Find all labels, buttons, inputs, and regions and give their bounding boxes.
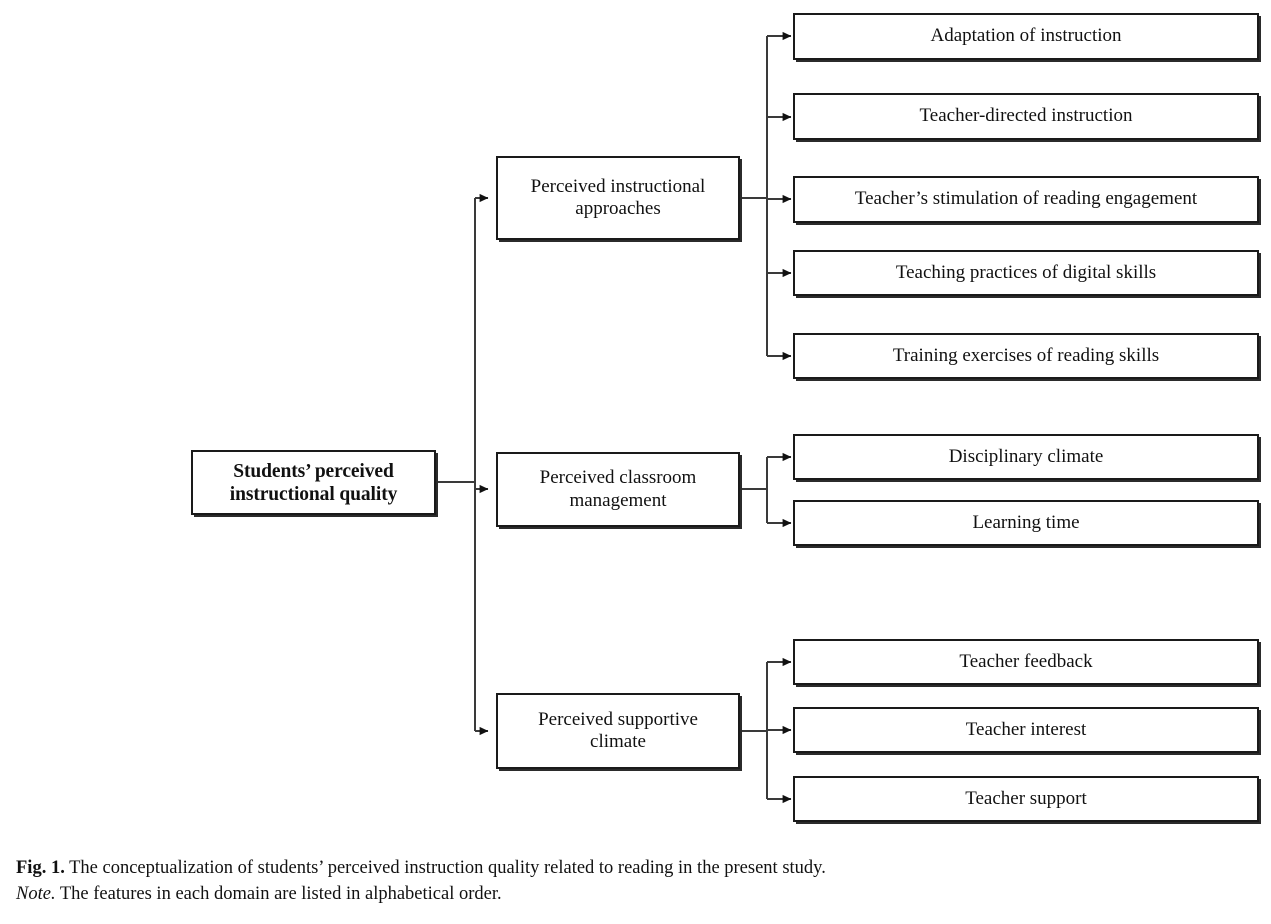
- node-feature-disciplinary-climate[interactable]: Disciplinary climate: [793, 434, 1259, 480]
- node-feature-2-1-label: Disciplinary climate: [948, 445, 1104, 467]
- node-feature-3-1-label: Teacher feedback: [959, 650, 1093, 672]
- caption-fig-label: Fig. 1.: [16, 858, 65, 878]
- node-feature-teacher-directed-instruction[interactable]: Teacher-directed instruction: [793, 93, 1259, 140]
- node-domain-1-label-line1: Perceived instructional: [530, 175, 706, 197]
- node-feature-1-4-label: Teaching practices of digital skills: [895, 261, 1157, 283]
- node-domain-2-label-line2: management: [569, 489, 667, 511]
- node-feature-1-2-label: Teacher-directed instruction: [919, 105, 1133, 127]
- caption-line-note: Note. The features in each domain are li…: [16, 881, 1256, 907]
- caption-line-fig: Fig. 1. The conceptualization of student…: [16, 855, 1256, 881]
- caption-note-text: The features in each domain are listed i…: [59, 884, 502, 905]
- node-feature-learning-time[interactable]: Learning time: [793, 500, 1259, 546]
- node-feature-teaching-practices-of-digital-skills[interactable]: Teaching practices of digital skills: [793, 250, 1259, 296]
- node-feature-2-2-label: Learning time: [972, 511, 1080, 533]
- connector-lines: [436, 31, 792, 804]
- node-feature-3-3-label: Teacher support: [965, 787, 1087, 809]
- node-feature-3-2-label: Teacher interest: [965, 718, 1087, 740]
- caption-fig-text: The conceptualization of students’ perce…: [69, 858, 826, 878]
- node-feature-1-1-label: Adaptation of instruction: [930, 25, 1122, 47]
- node-feature-teacher-interest[interactable]: Teacher interest: [793, 707, 1259, 753]
- node-domain-3-label-line1: Perceived supportive: [538, 708, 698, 730]
- node-feature-1-5-label: Training exercises of reading skills: [892, 344, 1160, 366]
- node-root-label-line2: instructional quality: [229, 483, 398, 505]
- node-domain-1-label-line2: approaches: [575, 198, 661, 219]
- node-domain-2-label-line1: Perceived classroom: [539, 467, 697, 489]
- node-root-label-line1: Students’ perceived: [233, 460, 394, 482]
- node-feature-teacher-feedback[interactable]: Teacher feedback: [793, 639, 1259, 685]
- node-feature-adaptation-of-instruction[interactable]: Adaptation of instruction: [793, 13, 1259, 60]
- node-feature-1-3-label: Teacher’s stimulation of reading engagem…: [854, 188, 1198, 210]
- node-feature-teachers-stimulation-of-reading-engagement[interactable]: Teacher’s stimulation of reading engagem…: [793, 176, 1259, 223]
- node-feature-teacher-support[interactable]: Teacher support: [793, 776, 1259, 822]
- node-feature-training-exercises-of-reading-skills[interactable]: Training exercises of reading skills: [793, 333, 1259, 379]
- figure-caption: Fig. 1. The conceptualization of student…: [16, 855, 1256, 908]
- node-domain-3-label-line2: climate: [590, 731, 646, 752]
- caption-note-label: Note.: [16, 884, 56, 905]
